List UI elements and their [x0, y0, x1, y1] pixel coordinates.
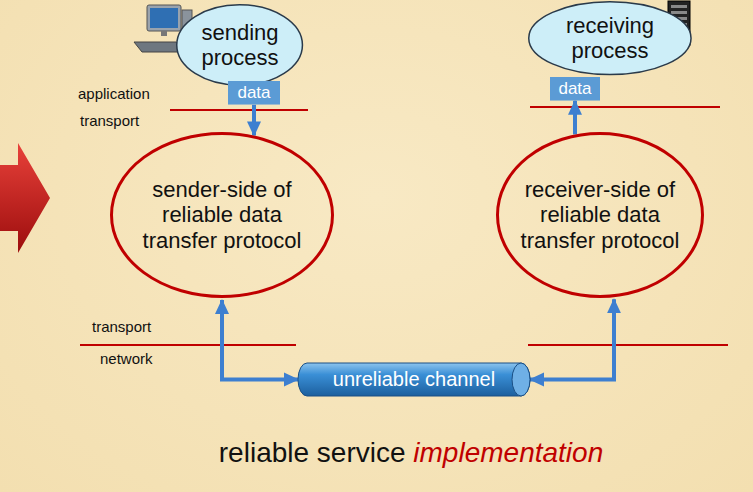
- outline: [177, 5, 303, 85]
- layer-lines: [80, 107, 728, 345]
- layer-label: application: [78, 85, 150, 102]
- big-arrow: [0, 143, 50, 253]
- process-ellipse: sending process: [176, 4, 303, 86]
- node-label: receiving process: [548, 13, 672, 64]
- connector: [573, 101, 577, 135]
- data-box: data: [228, 81, 280, 105]
- node-label: sender-side of reliable data transfer pr…: [129, 177, 315, 253]
- outline: [498, 134, 703, 297]
- layer-label: transport: [80, 112, 139, 129]
- caption-emphasis: implementation: [413, 437, 603, 468]
- outline: [112, 134, 333, 297]
- layer-label: network: [100, 350, 153, 367]
- caption-part: reliable service: [219, 437, 414, 468]
- cylinder-end: [512, 363, 530, 396]
- process-ellipse: receiving process: [528, 1, 692, 75]
- node-label: receiver-side of reliable data transfer …: [507, 177, 693, 253]
- outline: [529, 2, 691, 75]
- data-box: data: [550, 77, 600, 101]
- protocol-ellipse: sender-side of reliable data transfer pr…: [110, 132, 334, 298]
- caption: reliable service implementation: [219, 437, 603, 469]
- node-label: data: [237, 83, 270, 103]
- node-label: sending process: [188, 20, 292, 71]
- outline: [550, 77, 600, 101]
- connector: [530, 299, 614, 379]
- layer-label: transport: [92, 318, 151, 335]
- protocol-ellipse: receiver-side of reliable data transfer …: [496, 132, 704, 298]
- node-label: data: [558, 79, 591, 99]
- connector: [222, 300, 298, 380]
- outline: [228, 81, 280, 105]
- connector: [252, 105, 256, 136]
- node-label: unreliable channel: [333, 368, 495, 391]
- outline: [298, 363, 530, 396]
- channel-cylinder: unreliable channel: [298, 363, 530, 396]
